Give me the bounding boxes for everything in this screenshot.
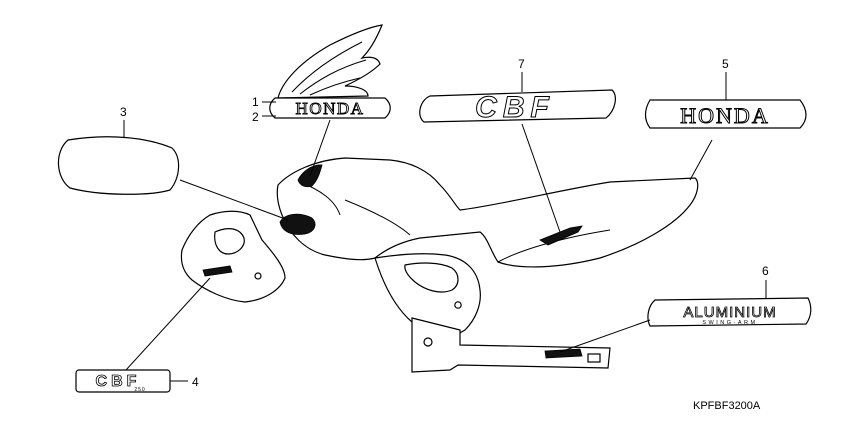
cbf-side-sub-text: 250 xyxy=(134,387,145,393)
shroud-inner xyxy=(214,228,245,255)
callout-1: 1 xyxy=(252,95,259,109)
cbf-side-text: CBF xyxy=(96,373,141,390)
leader-wing-to-tank xyxy=(309,119,331,177)
mark-tank-pad xyxy=(279,213,316,235)
swing-arm-outline xyxy=(411,317,611,373)
tank-seat-outline xyxy=(276,157,699,268)
callout-6: 6 xyxy=(762,264,769,278)
honda-emblem-text: HONDA xyxy=(680,103,769,128)
leader-6-to-swingarm xyxy=(559,319,651,353)
leader-7-to-seat xyxy=(521,123,561,233)
swing-arm-slot xyxy=(587,353,601,363)
cbf-side-decal: CBF 250 xyxy=(75,369,171,393)
mark-aluminium xyxy=(544,348,583,359)
leader-3-to-tank xyxy=(179,179,289,221)
radiator-shroud xyxy=(180,210,286,303)
side-cover-inner xyxy=(404,262,459,293)
wing-feather-line-3 xyxy=(309,77,361,96)
callout-3: 3 xyxy=(120,105,127,119)
shroud-outline xyxy=(180,210,286,303)
motorcycle-body xyxy=(276,157,699,373)
swing-arm-pivot xyxy=(423,337,433,347)
callout-2: 2 xyxy=(252,110,259,124)
cbf-tank-decal: CBF xyxy=(419,89,616,125)
mark-cbf-shroud xyxy=(202,265,233,277)
cbf-tank-plate xyxy=(419,89,616,123)
honda-wing-emblem: HONDA xyxy=(269,24,391,119)
shroud-bolt xyxy=(254,272,262,280)
cbf-tank-text: CBF xyxy=(475,91,555,124)
honda-emblem: HONDA xyxy=(644,99,807,129)
tank-pad-part xyxy=(57,136,180,195)
honda-wing-text: HONDA xyxy=(296,99,365,118)
swing-arm-text: SWING-ARM xyxy=(702,320,757,326)
part-code: KPFBF3200A xyxy=(693,400,761,412)
tank-contour-line-2 xyxy=(344,199,411,236)
aluminium-plate xyxy=(647,297,812,327)
seat-contour-line xyxy=(497,229,611,263)
honda-wing-plate xyxy=(269,97,391,119)
honda-emblem-plate xyxy=(644,99,807,129)
wing-feather-line-1 xyxy=(291,41,363,93)
callout-7: 7 xyxy=(518,57,525,71)
leader-4-to-shroud xyxy=(125,277,211,371)
leader-lines xyxy=(123,72,767,382)
aluminium-text: ALUMINIUM xyxy=(683,304,776,321)
callout-5: 5 xyxy=(722,57,729,71)
aluminium-decal: ALUMINIUM SWING-ARM xyxy=(647,297,812,327)
leader-5-to-tail xyxy=(689,139,713,181)
wing-feather-line-2 xyxy=(299,59,367,95)
decal-marks xyxy=(202,164,583,359)
side-cover-bolt xyxy=(454,301,462,309)
mark-cbf-seat xyxy=(539,225,583,246)
callouts: 1 2 3 4 5 6 7 xyxy=(120,57,769,389)
callout-4: 4 xyxy=(192,375,199,389)
